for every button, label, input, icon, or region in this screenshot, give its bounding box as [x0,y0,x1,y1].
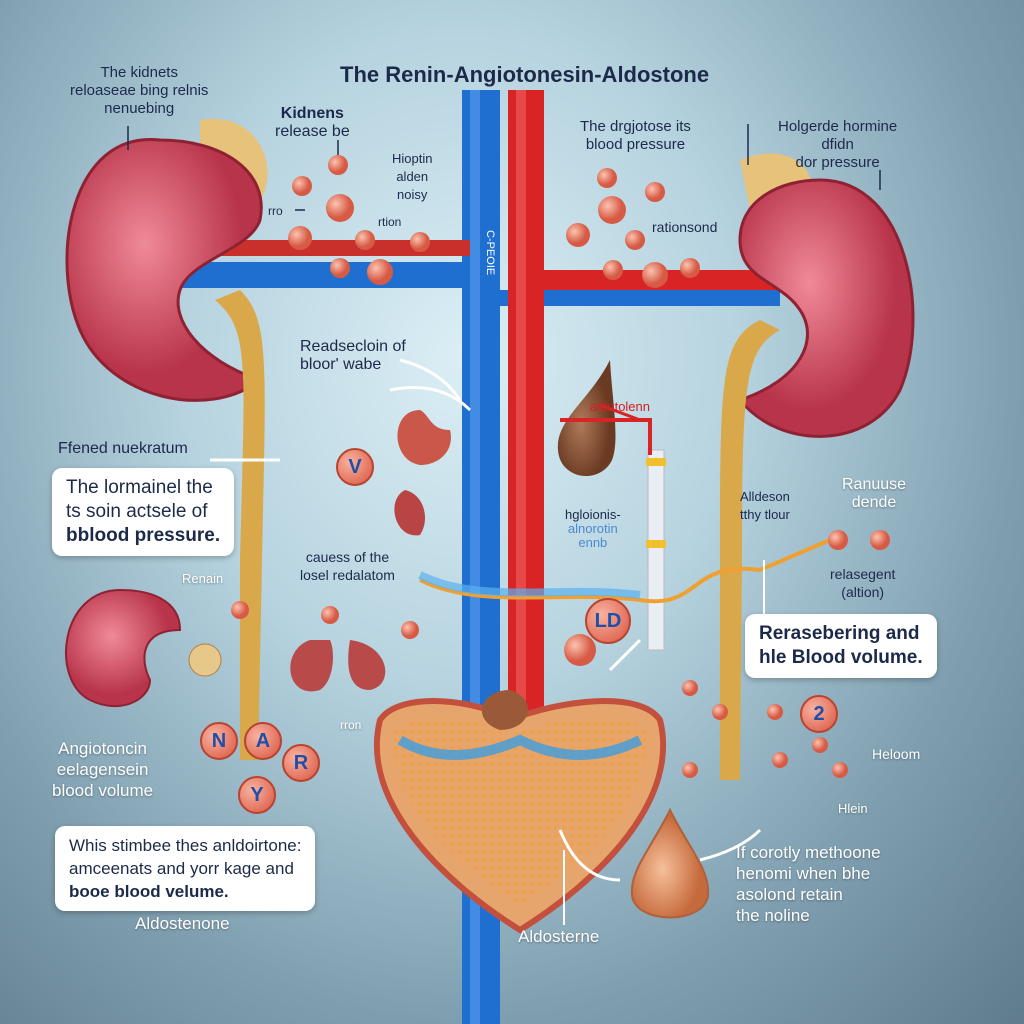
label-alldeson: Alldeson tthy tlour [740,488,790,524]
label-line: dor pressure [795,154,880,171]
molecule-2: 2 [800,695,838,733]
label-line: relasegent [830,566,896,582]
molecule-v: V [336,448,374,486]
box-line: hle Blood volume. [759,647,923,668]
flow-arrows [210,358,762,882]
label-line: tthy tlour [740,507,790,522]
label-hioptin: Hioptin alden noisy [392,150,432,204]
label-corotly: If corotly methoone henomi when bhe asol… [736,842,881,926]
label-line: Holgerde hormine [778,118,898,135]
label-heloom: Heloom [872,746,921,762]
molecule-r: R [282,744,320,782]
label-line: hgloionis- [565,507,621,522]
label-line: The drgjotose its [580,118,691,135]
label-aldutolenn: aldutolenn [590,399,650,414]
box-line: The lormainel the [66,477,213,498]
label-line: The kidnets [100,64,178,81]
label-line: Readsecloin of [300,338,406,355]
label-line: bloor' wabe [300,356,382,373]
label-line: henomi when bhe [736,864,871,883]
label-relasegent: relasegent (altion) [830,565,895,601]
label-rtion: rtion [378,215,402,229]
vessel-label: C-PEOIE [484,230,496,275]
label-renain: Renain [182,571,224,586]
label-line: Alldeson [740,489,790,504]
callout-box-aldosterone: Whis stimbee thes anldoirtone: amceenats… [55,826,316,911]
label-holgerde: Holgerde hormine dfidn dor pressure [778,118,897,172]
red-arrow [599,403,641,422]
label-angiotoncin: Angiotoncin eelagensein blood volume [52,738,153,801]
label-kidnens: Kidnens release be [275,105,350,141]
label-line: Ranuuse [842,476,907,493]
label-line: reloaseae bing relnis [70,82,209,99]
label-aldostenone: Aldostenone [135,914,230,933]
title-main: Renin-Angiotonesin-Aldostone [385,62,710,87]
label-line: asolond retain [736,885,843,904]
label-line: Hioptin [392,151,433,166]
page-title: The Renin-Angiotonesin-Aldostone [340,62,709,88]
label-line: losel redalatom [300,567,395,583]
label-kidnets: The kidnets reloaseae bing relnis nenueb… [70,64,208,118]
bladder [373,690,667,934]
kidney-shape-mid2 [394,490,425,536]
label-line: dfidn [821,136,854,153]
label-ffened: Ffened nuekratum [58,440,188,457]
label-line: alden [396,169,429,184]
molecule-y: Y [238,776,276,814]
label-line: alnorotin [567,521,618,536]
label-rationsond: rationsond [652,219,718,235]
label-line: Kidnens [280,105,344,122]
label-hgloionis: hgloionis- alnorotin ennb [565,508,621,550]
molecule-clusters [231,155,890,778]
molecule-ld: LD [585,598,631,644]
label-aldosterne: Aldosterne [518,927,600,946]
title-prefix: The [340,62,380,87]
label-line: cauess of the [305,549,390,565]
label-cauess: cauess of the losel redalatom [300,548,395,584]
box-line: bblood pressure. [66,525,221,546]
small-kidney [65,588,182,708]
box-line: amceenats and yorr kage and [69,859,294,878]
label-line: the noline [736,906,810,925]
label-line: noisy [397,187,428,202]
label-rron: rron [340,718,362,732]
orange-droplet [630,807,710,919]
label-readsecloin: Readsecloin of bloor' wabe [300,338,406,374]
box-line: ts soin actsele of [66,501,208,522]
box-line: Whis stimbee thes anldoirtone: [69,836,302,855]
label-line: If corotly methoone [736,843,881,862]
label-drgjotose: The drgjotose its blood pressure [580,118,691,154]
right-kidney [720,153,915,780]
molecule-n: N [200,722,238,760]
kidney-shape-mid [397,410,451,465]
label-rro: rro [268,204,283,218]
label-line: eelagensein [56,760,149,779]
label-line: (altion) [841,584,885,600]
test-tube [647,449,665,651]
label-hlein: Hlein [838,801,868,816]
callout-box-volume: Rerasebering and hle Blood volume. [745,614,937,678]
label-line: Angiotoncin [58,739,147,758]
callout-box-pressure: The lormainel the ts soin actsele of bbl… [52,468,235,556]
label-line: nenuebing [104,100,175,117]
label-line: release be [275,123,350,140]
box-line: Rerasebering and [759,623,920,644]
label-line: dende [851,494,897,511]
label-line: blood pressure [585,136,686,153]
left-kidney [65,118,268,760]
label-line: blood volume [52,781,154,800]
gland-icon [188,643,222,677]
leader-lines [127,124,881,211]
molecule-a: A [244,722,282,760]
label-line: ennb [578,535,608,550]
box-line: booe blood velume. [69,882,229,901]
adrenal-glands [290,640,386,692]
label-ranuuse: Ranuuse dende [842,476,906,512]
